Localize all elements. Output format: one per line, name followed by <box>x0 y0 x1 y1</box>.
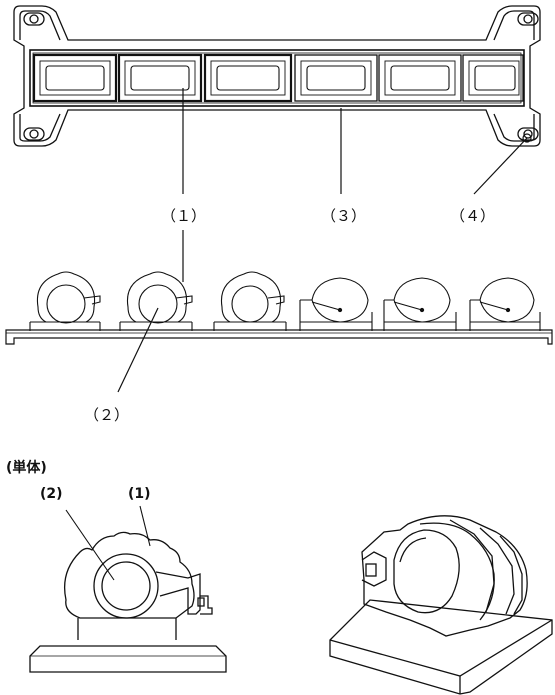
side-clip-6 <box>469 277 541 331</box>
panel-clip-6 <box>462 54 524 102</box>
mount-hole-tr <box>517 12 539 26</box>
panel-clip-2 <box>117 53 203 103</box>
leader-single-1 <box>139 505 151 547</box>
panel-clip-5 <box>378 54 462 102</box>
side-view-rail <box>5 329 553 345</box>
side-view-clips <box>29 271 541 331</box>
panel-clip-4 <box>294 54 378 102</box>
mount-hole-tl <box>23 12 45 26</box>
label-top-4: （４） <box>450 207 495 225</box>
label-top-3: （３） <box>321 207 366 225</box>
panel-clip-3 <box>203 53 293 103</box>
leader-mid-2 <box>117 307 159 393</box>
panel-clip-1 <box>32 53 118 103</box>
side-clip-2 <box>119 271 193 331</box>
mount-hole-bl <box>23 127 45 141</box>
label-single-title: (単体) <box>6 459 47 476</box>
panel-clip-modules <box>32 53 524 103</box>
mount-hole-br <box>517 127 539 141</box>
leader-top-4-marker <box>522 133 532 143</box>
label-mid-2: （２） <box>84 406 129 424</box>
side-clip-5 <box>383 277 457 331</box>
single-unit-front <box>29 531 227 673</box>
single-unit-3d <box>329 515 553 695</box>
front-panel <box>13 5 541 147</box>
label-top-1: （１） <box>161 207 206 225</box>
side-clip-3 <box>213 271 287 331</box>
side-clip-1 <box>29 271 101 331</box>
side-clip-4 <box>299 277 373 331</box>
leader-single-2 <box>65 509 115 581</box>
label-single-2: (2) <box>40 486 63 502</box>
label-single-1: (1) <box>128 486 151 502</box>
leader-top-4 <box>473 137 528 195</box>
leader-lines-top <box>182 88 532 195</box>
